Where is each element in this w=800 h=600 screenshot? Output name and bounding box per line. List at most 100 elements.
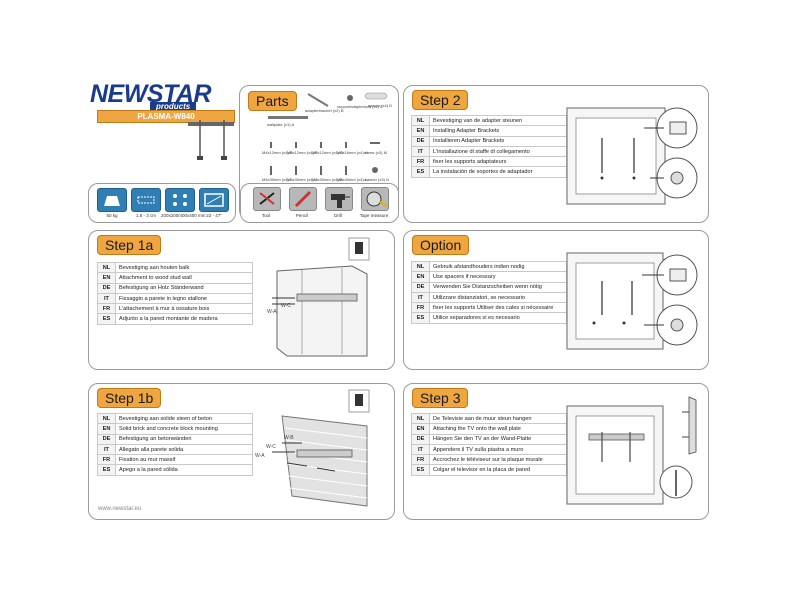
callout-label: W-A: [267, 309, 277, 315]
drill-icon: [325, 187, 353, 211]
lang-code: NL: [97, 412, 116, 425]
callout-label: W-A: [255, 453, 265, 459]
instruction-text: Attaching the TV onto the wall plate: [429, 423, 567, 435]
callout-label: W-C: [281, 303, 291, 309]
instruction-text: Utilice separadores si es necesario: [429, 312, 567, 324]
spec-caption: 1.5 - 3 cm: [135, 213, 156, 218]
vesa-icon: [165, 188, 195, 212]
lang-code: ES: [97, 313, 116, 325]
lang-code: NL: [411, 412, 430, 425]
instruction-text: Colgar el televisor en la placa de pared: [429, 464, 567, 476]
instruction-text: Solid brick and concrete block mounting: [115, 423, 253, 435]
part-label: wallplate (x1) A: [267, 122, 295, 127]
product-image: [188, 120, 234, 160]
parts-label: Parts: [248, 91, 297, 111]
instruction-text: Befestigung an betonwänden: [115, 433, 253, 445]
part-label: screw (x3) M: [364, 150, 387, 155]
step3-illustration: [566, 396, 697, 505]
part-label: M6x30mm (x4) K: [312, 177, 343, 182]
lang-code: ES: [411, 166, 430, 178]
instruction-text: Adjunto a la pared montante de madera: [115, 313, 253, 325]
option-illustration: [566, 252, 698, 350]
option-label: Option: [412, 235, 470, 255]
instruction-text: Befestigung an Holz Ständerwand: [115, 282, 253, 294]
instruction-text: Installing Adapter Brackets: [429, 125, 567, 137]
step1b-label: Step 1b: [97, 388, 162, 408]
model-badge: PLASMA-W840: [97, 110, 235, 123]
callout-label: W-C: [266, 444, 276, 450]
instruction-text: L'attachement à mur à ossature bois: [115, 303, 253, 315]
instruction-text: Bevestiging van de adapter steunen: [429, 114, 567, 127]
part-label: M5x12mm (x4) F: [287, 150, 318, 155]
instruction-text: Hängen Sie den TV an der Wand-Platte: [429, 433, 567, 445]
part-label: M8x40mm (x4) L: [337, 177, 368, 182]
step2-label: Step 2: [412, 90, 469, 110]
step3-label: Step 3: [412, 388, 469, 408]
instruction-text: Apego a la pared sólida: [115, 464, 253, 476]
instruction-text: Verwenden Sie Distanzscheiben wenn nötig: [429, 281, 567, 293]
brand-sub: products: [150, 102, 197, 111]
pencil-icon: [289, 187, 317, 211]
instruction-text: fixer les supports Utiliser des cales si…: [429, 302, 567, 314]
step2-illustration: [566, 107, 698, 205]
part-label: supportadapterlock (x1) C: [337, 104, 384, 109]
footer-url[interactable]: www.newstar.eu: [98, 506, 142, 512]
lang-code: FR: [411, 302, 430, 314]
instruction-text: Gebruik afstandhouders indien nodig: [429, 260, 567, 273]
lang-code: FR: [97, 303, 116, 315]
part-label: M4x12mm (x4) E: [262, 150, 293, 155]
lang-code: EN: [97, 272, 116, 284]
lang-code: ES: [97, 464, 116, 476]
lang-code: NL: [411, 114, 430, 127]
instruction-text: Utilizzare distanziatori, se necessario: [429, 291, 567, 304]
lang-code: FR: [411, 156, 430, 168]
part-label: M4x30mm (x4) I: [262, 177, 291, 182]
tool-caption: Pencil: [295, 213, 309, 218]
step1b-illustration: [272, 389, 370, 507]
spec-caption: 22 - 47": [206, 213, 222, 218]
lang-code: DE: [97, 433, 116, 445]
lang-code: EN: [411, 125, 430, 137]
instruction-text: Installieren Adapter Brackets: [429, 135, 567, 147]
instruction-text: fixer les supports adaptateurs: [429, 156, 567, 168]
step1a-label: Step 1a: [97, 235, 162, 255]
lang-code: DE: [411, 135, 430, 147]
instruction-text: Bevestiging aan solide steen of beton: [115, 412, 253, 425]
tools-panel: Tool Pencil Drill Tape measure: [240, 183, 399, 223]
part-label: adapterbracket (x2) B: [305, 108, 344, 113]
lang-code: IT: [97, 443, 116, 456]
callout-label: W-B: [284, 435, 294, 441]
tape-measure-icon: [361, 187, 389, 211]
lang-code: IT: [411, 291, 430, 304]
instruction-text: Bevestiging aan houten balk: [115, 261, 253, 274]
tool-caption: Drill: [334, 213, 342, 218]
lang-code: NL: [97, 261, 116, 274]
lang-code: FR: [97, 454, 116, 466]
lang-code: EN: [411, 271, 430, 283]
lang-code: EN: [411, 423, 430, 435]
lang-code: IT: [411, 443, 430, 456]
